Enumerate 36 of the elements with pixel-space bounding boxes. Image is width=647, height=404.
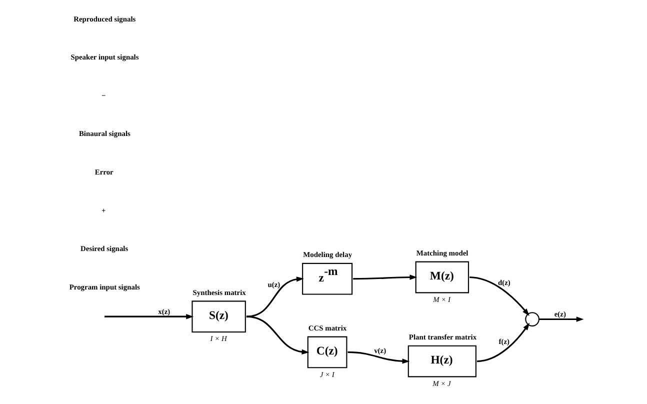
node-box: H(z) — [408, 345, 476, 378]
node-label: I × H — [210, 334, 227, 344]
arrow — [246, 316, 310, 355]
label: Desired signals — [80, 244, 128, 254]
node-label: Plant transfer matrix — [408, 332, 477, 342]
edge-label: x(z) — [158, 307, 170, 316]
label: + — [102, 206, 106, 215]
arrow — [470, 276, 530, 316]
node-box: S(z) — [192, 300, 246, 333]
arrow — [246, 276, 304, 318]
node-circle — [525, 312, 540, 326]
edge-label: u(z) — [268, 280, 280, 289]
edge-label: f(z) — [498, 336, 510, 346]
arrow — [104, 314, 194, 320]
node-label: Synthesis matrix — [192, 288, 246, 297]
node-box: C(z) — [307, 336, 348, 368]
node-label: CCS matrix — [308, 324, 347, 333]
arrow — [539, 316, 584, 322]
node-box: M(z) — [415, 261, 470, 294]
arrow — [348, 351, 410, 364]
node-label: M × J — [432, 378, 451, 388]
edge-label: e(z) — [554, 310, 566, 319]
node-label: Modeling delay — [303, 250, 352, 260]
label: Error — [94, 167, 114, 176]
node-label: J × I — [320, 370, 334, 379]
node-label: Matching model — [416, 248, 468, 258]
label: Speaker input signals — [70, 52, 139, 62]
arrow — [476, 322, 530, 362]
arrow — [353, 274, 418, 280]
label: Binaural signals — [78, 129, 130, 138]
label: Reproduced signals — [74, 14, 136, 24]
node-label: M × I — [433, 294, 451, 304]
label: − — [102, 90, 106, 100]
edge-label: v(z) — [374, 346, 386, 355]
edge-label: d(z) — [498, 278, 510, 287]
label: Program input signals — [69, 282, 140, 292]
